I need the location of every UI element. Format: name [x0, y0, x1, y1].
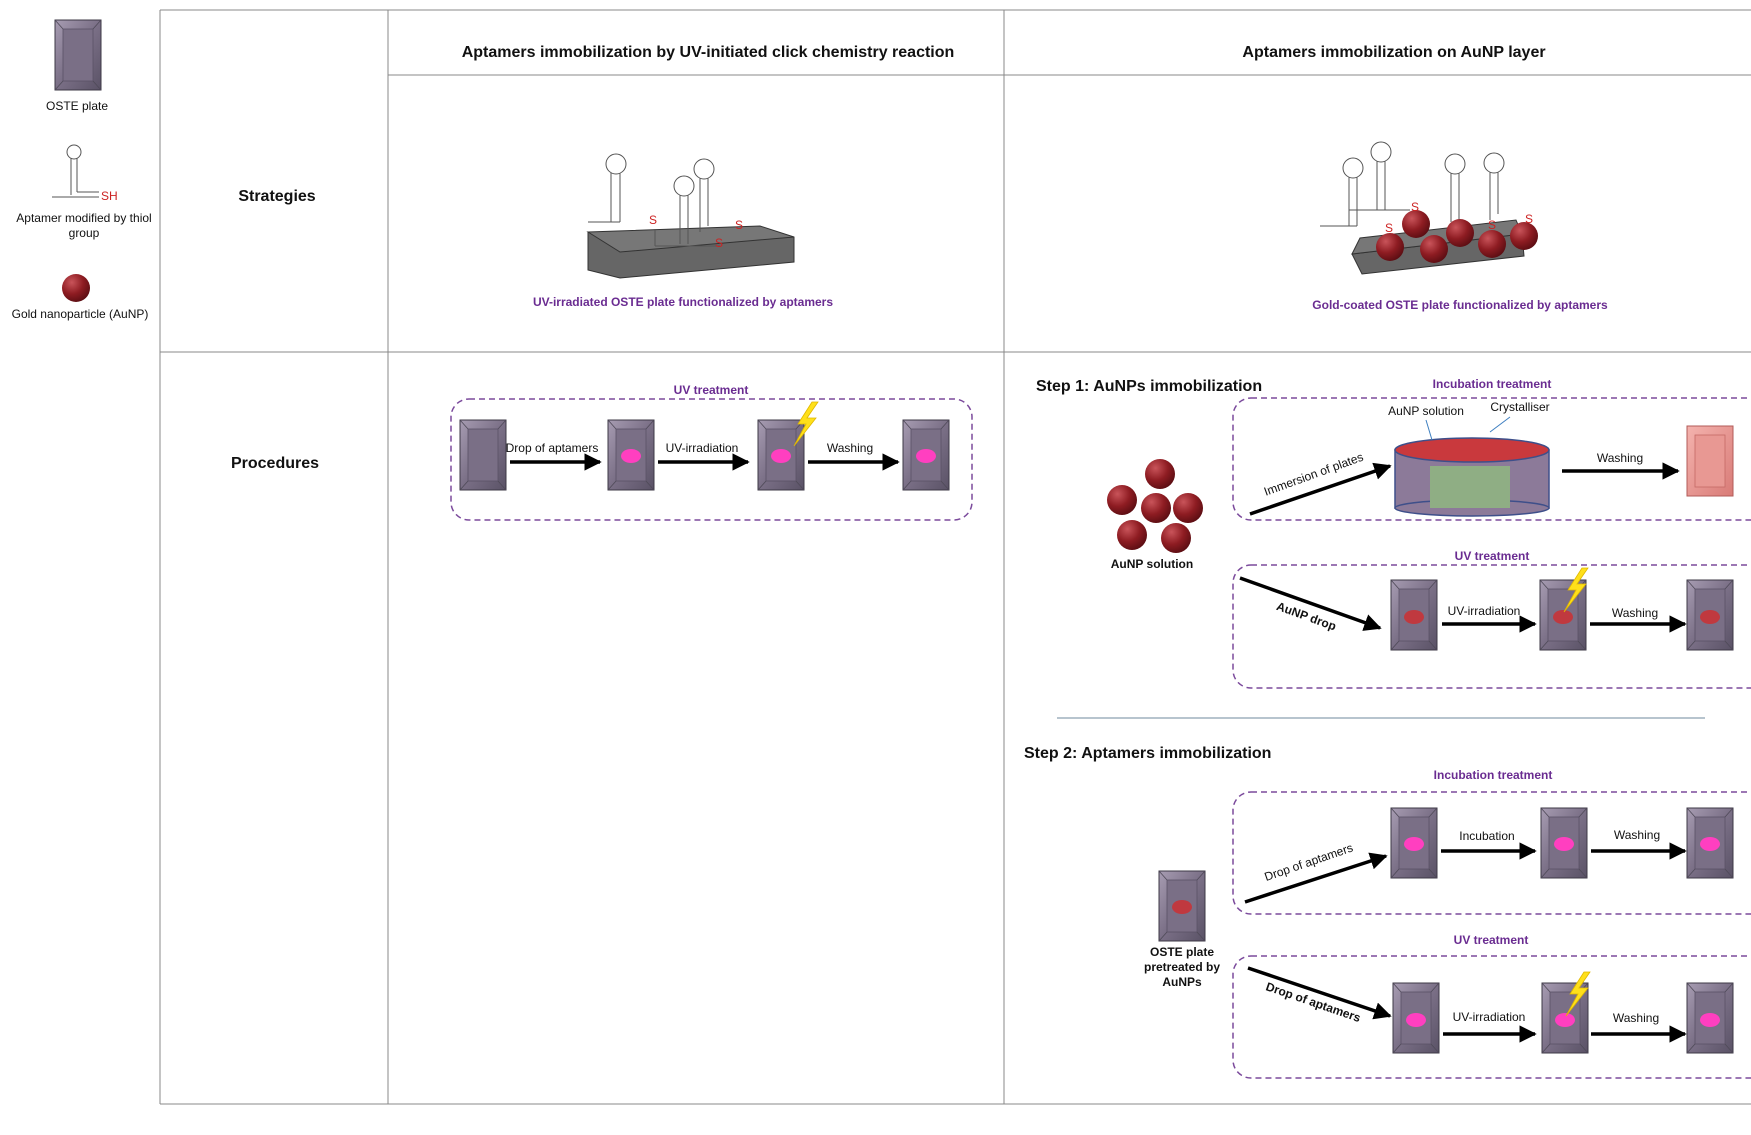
column-header-aunp: Aptamers immobilization on AuNP layer [1242, 44, 1545, 61]
strategy-left-caption: UV-irradiated OSTE plate functionalized … [533, 295, 833, 309]
step1-uv-title: UV treatment [1455, 549, 1530, 563]
step2-uv-washing-label: Washing [1613, 1011, 1659, 1025]
legend-sh-label: SH [101, 189, 118, 203]
step1-title: Step 1: AuNPs immobilization [1036, 378, 1262, 395]
strategy-gold-s-1: S [1411, 200, 1419, 214]
legend-aptamer-label-1: Aptamer modified by thiol [16, 211, 151, 225]
aunp-solution-cluster [1107, 459, 1203, 553]
table-grid [159, 9, 1751, 1105]
legend-aunp-label: Gold nanoparticle (AuNP) [12, 307, 149, 321]
procedure-uv-washing: Washing [827, 441, 873, 455]
step1-crystalliser-label: Crystalliser [1490, 400, 1549, 414]
legend-plate-label: OSTE plate [46, 99, 108, 113]
strategy-gold-s-3: S [1488, 218, 1496, 232]
strategy-s-label-3: S [715, 236, 723, 250]
strategy-s-label-2: S [735, 218, 743, 232]
step1-uv-irradiation-label: UV-irradiation [1448, 604, 1521, 618]
legend-aptamer-label-2: group [69, 226, 100, 240]
row-header-procedures: Procedures [231, 455, 319, 472]
step2-incubation-title: Incubation treatment [1434, 768, 1553, 782]
pretreated-label-1: OSTE plate [1150, 945, 1214, 959]
step2-title: Step 2: Aptamers immobilization [1024, 745, 1271, 762]
legend-plate-icon [54, 19, 102, 91]
strategy-gold-s-2: S [1385, 221, 1393, 235]
step2-incubation-label: Incubation [1459, 829, 1514, 843]
legend-aptamer-icon [52, 144, 99, 198]
step2-uv-box: UV treatment Drop of aptamers UV-irradia… [1232, 933, 1751, 1079]
strategy-gold-plate: S S S S [1320, 141, 1538, 275]
procedure-uv-drop: Drop of aptamers [506, 441, 599, 455]
step1-uv-box: UV treatment AuNP drop UV-irradiation Wa… [1232, 549, 1751, 689]
procedure-uv-box: UV treatment Drop of aptamers UV-irradia… [450, 383, 973, 521]
step1-washing-label: Washing [1597, 451, 1643, 465]
step2-uv-title: UV treatment [1454, 933, 1529, 947]
step1-aunp-drop-label: AuNP drop [1275, 599, 1338, 634]
step1-incubation-box: Incubation treatment Immersion of plates… [1232, 377, 1751, 521]
pretreated-label-2: pretreated by [1144, 960, 1220, 974]
procedure-uv-irradiation: UV-irradiation [666, 441, 739, 455]
step1-aunp-solution-text: AuNP solution [1388, 404, 1464, 418]
step2-uv-irradiation-label: UV-irradiation [1453, 1010, 1526, 1024]
procedure-uv-title: UV treatment [674, 383, 749, 397]
strategy-uv-plate: S S S [586, 153, 795, 279]
legend-aunp-icon [62, 274, 90, 302]
aunp-solution-label: AuNP solution [1111, 557, 1193, 571]
pretreated-label-3: AuNPs [1162, 975, 1202, 989]
step2-incubation-box: Incubation treatment Drop of aptamers In… [1232, 768, 1751, 915]
strategy-s-label-1: S [649, 213, 657, 227]
legend: OSTE plate SH Aptamer modified by thiol … [12, 19, 152, 321]
step1-uv-washing-label: Washing [1612, 606, 1658, 620]
strategy-right-caption: Gold-coated OSTE plate functionalized by… [1312, 298, 1608, 312]
step2-washing-label: Washing [1614, 828, 1660, 842]
step2-drop-label: Drop of aptamers [1263, 841, 1355, 884]
step1-incubation-title: Incubation treatment [1433, 377, 1552, 391]
column-header-uv: Aptamers immobilization by UV-initiated … [462, 44, 955, 61]
strategy-gold-s-4: S [1525, 212, 1533, 226]
row-header-strategies: Strategies [238, 188, 315, 205]
